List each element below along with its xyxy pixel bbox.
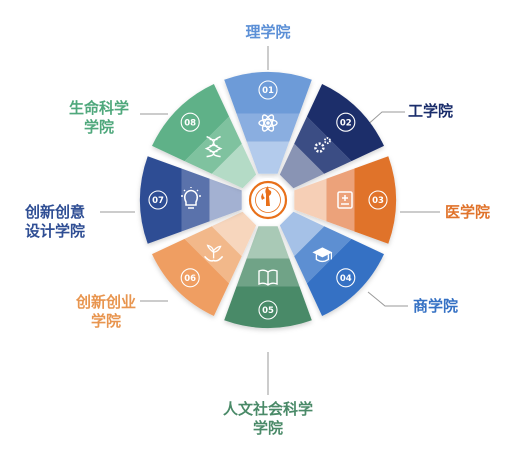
segment-01-badge: 01 [258,80,278,100]
segment-08-band-1 [152,84,230,162]
connector-lines [100,46,440,395]
segment-03-band-1 [354,156,397,244]
medical-kit-icon [337,191,353,209]
logo-flame-icon [261,193,265,200]
segment-03 [294,156,397,244]
segment-07-badge: 07 [148,190,168,210]
segment-07-number: 07 [152,196,164,206]
segment-05-label: 人文社会科学学院 [223,400,313,437]
segment-05-number: 05 [262,306,274,316]
segment-02-number: 02 [340,118,352,128]
segment-03-badge: 03 [368,190,388,210]
segment-07 [139,156,242,244]
segment-04-label-line-1: 商学院 [413,297,458,315]
book-icon [258,269,278,286]
segment-07-label-line-2: 设计学院 [25,222,85,240]
segment-01 [224,71,312,174]
segment-08-label-line-1: 生命科学 [69,99,129,117]
segment-07-band-1 [139,156,182,244]
segment-06-label: 创新创业学院 [75,293,136,330]
segment-07-band-3 [209,178,242,222]
segment-03-band-3 [294,178,327,222]
segment-07-label-line-1: 创新创意 [24,203,85,221]
segment-02-connector [364,111,405,128]
segment-01-label-line-1: 理学院 [245,23,290,41]
segment-03-number: 03 [372,196,384,206]
segment-05-label-line-2: 学院 [253,419,283,437]
segment-04-band-1 [306,238,384,316]
segment-08-badge: 08 [180,112,200,132]
segment-06-badge: 06 [180,268,200,288]
logo-torch-icon [265,186,272,206]
segment-04-badge: 04 [336,268,356,288]
segment-06-label-line-1: 创新创业 [75,293,136,311]
segment-01-number: 01 [262,86,274,96]
segment-01-band-3 [246,141,290,174]
segment-06-band-3 [211,211,257,257]
graduation-cap-icon [312,247,333,263]
segment-05-label-line-1: 人文社会科学 [223,400,313,418]
segment-08-band-3 [211,143,257,189]
dna-icon [204,135,223,158]
segment-01-band-2 [236,113,300,142]
segment-02-band-3 [279,143,325,189]
segment-07-band-2 [181,168,210,232]
segment-02-label-line-1: 工学院 [408,102,453,120]
segment-05-badge: 05 [258,300,278,320]
segment-01-band-1 [224,71,312,114]
segment-04-connector [367,291,408,307]
segment-05 [224,226,312,329]
segment-03-label-line-1: 医学院 [445,203,490,221]
segment-05-band-3 [246,226,290,259]
segment-08-label: 生命科学学院 [69,99,129,136]
segment-02-band-1 [306,84,384,162]
segment-08-label-line-2: 学院 [84,118,114,136]
segment-04-number: 04 [340,274,352,284]
segment-06-number: 06 [184,274,196,284]
segment-02-label: 工学院 [408,102,453,120]
segment-04-band-3 [279,211,325,257]
segment-08-number: 08 [184,118,196,128]
segment-02-badge: 02 [336,112,356,132]
gears-icon [314,137,331,153]
atom-icon [258,114,278,132]
segment-03-label: 医学院 [445,203,490,221]
hands-sprout-icon [204,244,224,262]
segment-07-label: 创新创意设计学院 [24,203,85,240]
segment-06-label-line-2: 学院 [91,312,121,330]
center-logo [246,178,290,222]
segment-06-band-1 [152,238,230,316]
segment-05-band-1 [224,286,312,329]
segment-04-label: 商学院 [413,297,458,315]
segment-01-label: 理学院 [245,23,290,41]
segment-03-band-2 [326,168,355,232]
lightbulb-icon [181,187,201,209]
segments: 01 02 03 04 05 06 07 08 [139,71,397,329]
